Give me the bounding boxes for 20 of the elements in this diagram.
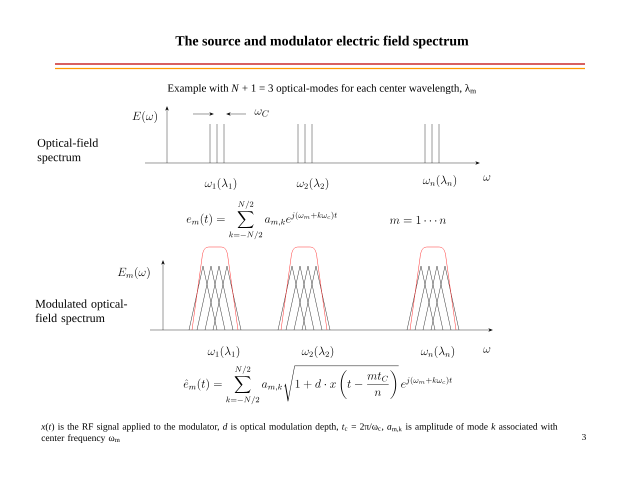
axis-label: $\omega_1(\lambda_1)$	[208, 346, 240, 358]
axis-label: $E_m(\omega)$	[118, 267, 150, 279]
axis-label: $\omega_1(\lambda_1)$	[204, 178, 236, 190]
subtitle: Example with N + 1 = 3 optical-modes for each center wavelength, λ$_{m}$	[168, 84, 476, 94]
axis-label: $\omega$	[483, 175, 490, 181]
plot-label: Optical-field spectrum	[38, 138, 98, 164]
plot-label: Modulated optical-field spectrum	[36, 299, 128, 325]
formula: $e_m(t) = \sum_{k=-N/2}^{N/2} a_{m,k} e^{j(\omega_m + k\omega_c)t}$	[186, 200, 337, 240]
axis-label: $\omega$	[483, 347, 490, 353]
footnote: x(t) is the RF signal applied to the modulator, d is optical modulation depth, t$_{c}$ = 2π/ω$_{c}$, a$_{m,k}$ is amplitude of mode k associated with center frequency ω$_{m}$	[41, 422, 558, 444]
formula: $\hat{e}_m(t) = \sum_{k=-N/2}^{N/2} a_{m,k} \sqrt{1 + d \cdot x\left(t - \frac{m t_C}{n}\right)}\, e^{j(\omega_m + k\omega_c)t}$	[184, 366, 452, 404]
page-number: 3	[582, 434, 586, 440]
slide-title: The source and modulator electric field spectrum	[176, 36, 468, 48]
axis-label: $E(\omega)$	[132, 111, 157, 123]
axis-label: $\omega_n(\lambda_n)$	[420, 346, 454, 358]
axis-label: $\omega_2(\lambda_2)$	[296, 178, 328, 190]
axis-label: $\omega_n(\lambda_n)$	[422, 175, 456, 187]
axis-label: $\omega_2(\lambda_2)$	[302, 346, 334, 358]
spacing-label: $\omega_C$	[254, 109, 269, 117]
formula: $m = 1 \cdots n$	[390, 216, 446, 224]
